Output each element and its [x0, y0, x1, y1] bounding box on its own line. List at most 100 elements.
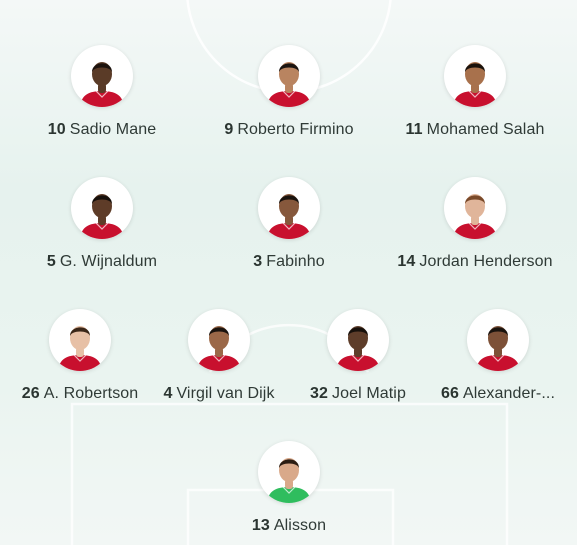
player-hair: [92, 63, 112, 72]
player-hair: [92, 195, 112, 204]
player-name: Roberto Firmino: [237, 121, 354, 138]
player-portrait: [336, 326, 380, 371]
player-name: Alexander-...: [462, 385, 555, 402]
player-hair: [465, 63, 485, 72]
player-portrait: [80, 194, 124, 239]
player-portrait: [80, 62, 124, 107]
player-collar: [73, 354, 87, 362]
player-portrait: [267, 194, 311, 239]
player-hair: [279, 63, 299, 72]
player-collar: [282, 486, 296, 494]
player-number: 9: [224, 121, 234, 138]
player-number: 10: [47, 121, 66, 138]
player-number: 13: [251, 517, 270, 534]
player-portrait: [476, 326, 520, 371]
player-collar: [95, 90, 109, 98]
player-shirt: [58, 355, 102, 371]
player-number: 3: [253, 253, 263, 270]
player-name: A. Robertson: [43, 385, 139, 402]
player-portrait: [267, 458, 311, 503]
player-hair: [348, 327, 368, 336]
player-avatar: [258, 45, 320, 107]
player-number: 66: [440, 385, 459, 402]
player-collar: [351, 354, 365, 362]
player-portrait: [197, 326, 241, 371]
player-shirt: [267, 487, 311, 503]
player-collar: [282, 222, 296, 230]
player-shirt: [267, 223, 311, 239]
player-number: 26: [21, 385, 40, 402]
player-name: Alisson: [273, 517, 327, 534]
player-shirt: [267, 91, 311, 107]
player-avatar: [188, 309, 250, 371]
player-avatar: [71, 45, 133, 107]
player-number: 11: [405, 121, 423, 138]
player-avatar: [444, 177, 506, 239]
player-portrait: [267, 62, 311, 107]
player-name: Sadio Mane: [69, 121, 157, 138]
player-name: Virgil van Dijk: [176, 385, 275, 402]
player-avatar: [467, 309, 529, 371]
player-hair: [209, 327, 229, 336]
player-name: Mohamed Salah: [426, 121, 545, 138]
player-name: Fabinho: [266, 253, 325, 270]
player-name: Joel Matip: [332, 385, 406, 402]
player-hair: [279, 459, 299, 468]
player-hair: [279, 195, 299, 204]
player-hair: [488, 327, 508, 336]
player-shirt: [453, 91, 497, 107]
player-portrait: [453, 194, 497, 239]
player-collar: [468, 90, 482, 98]
player-portrait: [58, 326, 102, 371]
player-collar: [212, 354, 226, 362]
player-shirt: [453, 223, 497, 239]
player-avatar: [71, 177, 133, 239]
player-name: G. Wijnaldum: [59, 253, 158, 270]
player-collar: [95, 222, 109, 230]
player-number: 4: [163, 385, 173, 402]
player-collar: [491, 354, 505, 362]
player-number: 32: [310, 385, 329, 402]
penalty-box: [70, 402, 509, 545]
player-avatar: [258, 177, 320, 239]
player-avatar: [327, 309, 389, 371]
player-number: 5: [46, 253, 56, 270]
player-avatar: [444, 45, 506, 107]
player-number: 14: [397, 253, 416, 270]
player-shirt: [476, 355, 520, 371]
player-collar: [282, 90, 296, 98]
player-shirt: [197, 355, 241, 371]
player-shirt: [80, 223, 124, 239]
player-shirt: [80, 91, 124, 107]
player-collar: [468, 222, 482, 230]
player-hair: [70, 327, 90, 336]
player-avatar: [258, 441, 320, 503]
player-hair: [465, 195, 485, 204]
player-avatar: [49, 309, 111, 371]
player-portrait: [453, 62, 497, 107]
player-name: Jordan Henderson: [419, 253, 553, 270]
player-shirt: [336, 355, 380, 371]
